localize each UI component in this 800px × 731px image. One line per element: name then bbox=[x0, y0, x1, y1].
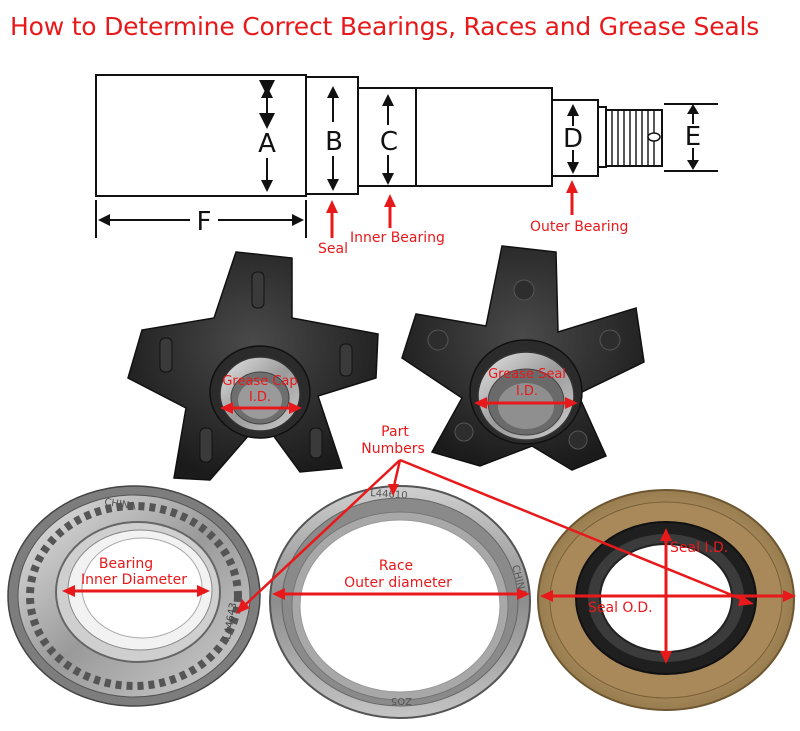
bearing-label-line1: Bearing bbox=[99, 556, 153, 572]
dim-letter-b: B bbox=[325, 127, 343, 157]
race-engraving-top: L44610 bbox=[370, 488, 408, 502]
spindle-shoulder bbox=[597, 106, 607, 168]
hub-grease-cap bbox=[127, 251, 379, 481]
thread-lines bbox=[611, 110, 655, 166]
bearing-label-line2: Inner Diameter bbox=[81, 572, 187, 588]
dim-letter-d: D bbox=[563, 124, 583, 154]
grease-cap-arrow bbox=[220, 402, 302, 414]
dimension-arrowheads bbox=[98, 86, 699, 226]
grease-cap-label-line2: I.D. bbox=[249, 390, 271, 405]
part-numbers-arrowheads bbox=[236, 484, 754, 614]
grease-seal-arrow bbox=[474, 397, 578, 409]
spindle-callouts: Seal Inner Bearing Outer Bearing bbox=[318, 219, 628, 257]
cotter-hole bbox=[647, 132, 661, 142]
hub-stud bbox=[251, 271, 265, 309]
dim-letter-f: F bbox=[197, 207, 212, 237]
spindle-section-middle bbox=[415, 87, 553, 187]
race-od-arrow bbox=[272, 588, 530, 600]
hub-stud-hole bbox=[599, 329, 621, 351]
part-numbers-label-line1: Part bbox=[381, 424, 409, 440]
seal-od-label: Seal O.D. bbox=[588, 600, 653, 616]
dim-letter-a: A bbox=[258, 129, 276, 159]
bearing-label: Bearing Inner Diameter bbox=[81, 556, 187, 588]
dim-letter-c: C bbox=[380, 127, 398, 157]
seal-arrows bbox=[540, 528, 796, 664]
dimension-letters: A B C D E F bbox=[197, 122, 702, 237]
hub-stud bbox=[339, 343, 353, 377]
grease-cap-label-line1: Grease Cap bbox=[222, 374, 297, 389]
race-label: Race Outer diameter bbox=[344, 558, 452, 591]
race-label-line2: Outer diameter bbox=[344, 575, 452, 591]
grease-seal-label: Grease Seal I.D. bbox=[488, 367, 566, 399]
dim-letter-e: E bbox=[685, 122, 701, 152]
part-numbers-label: Part Numbers bbox=[361, 424, 425, 457]
spindle-callout-arrows bbox=[326, 180, 578, 238]
hub-stud-hole bbox=[427, 329, 449, 351]
hub-stud-hole bbox=[454, 422, 474, 442]
seal-labels: Seal I.D. Seal O.D. bbox=[588, 540, 728, 616]
callout-outer-bearing: Outer Bearing bbox=[530, 219, 628, 235]
grease-seal bbox=[537, 489, 795, 711]
bearing-engraving-top: CHINA bbox=[104, 497, 137, 512]
page-title: How to Determine Correct Bearings, Races… bbox=[10, 12, 760, 41]
seal-id-label: Seal I.D. bbox=[670, 540, 728, 556]
hub-stud bbox=[309, 427, 323, 459]
grease-seal-label-line1: Grease Seal bbox=[488, 367, 566, 382]
grease-cap-label: Grease Cap I.D. bbox=[222, 374, 297, 405]
hub-stud-hole bbox=[513, 279, 535, 301]
grease-seal-label-line2: I.D. bbox=[516, 384, 538, 399]
part-numbers-label-line2: Numbers bbox=[361, 441, 425, 457]
callout-seal: Seal bbox=[318, 241, 348, 257]
bearing-rollers bbox=[26, 502, 242, 690]
spindle-drawing bbox=[95, 74, 663, 197]
hub-stud-hole bbox=[568, 430, 588, 450]
bearing-cone bbox=[7, 485, 261, 707]
spindle-thread bbox=[605, 109, 663, 167]
callout-inner-bearing: Inner Bearing bbox=[350, 230, 445, 246]
part-numbers-lines bbox=[243, 458, 745, 607]
race-engraving-bottom: ZO5 bbox=[391, 695, 412, 706]
hub-stud bbox=[159, 337, 173, 373]
hub-stud bbox=[199, 427, 213, 463]
bearing-id-arrow bbox=[62, 585, 210, 597]
hub-grease-seal bbox=[401, 245, 645, 471]
bearing-race bbox=[269, 485, 531, 719]
race-label-line1: Race bbox=[379, 558, 413, 574]
